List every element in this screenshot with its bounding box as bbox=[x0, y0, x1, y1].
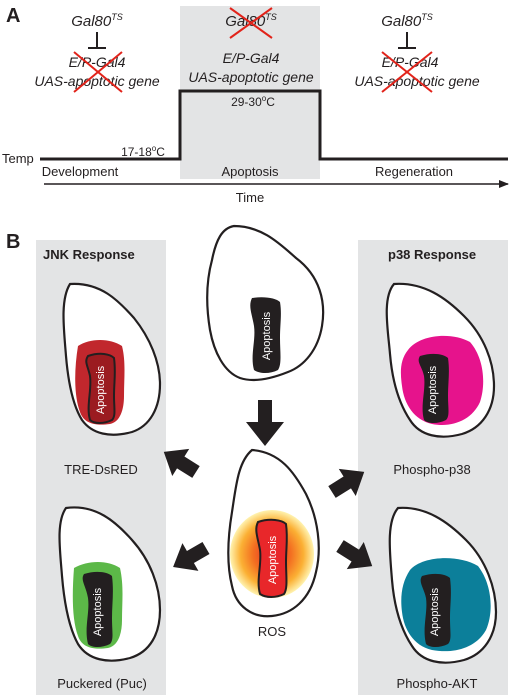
cross-right bbox=[381, 51, 433, 93]
temp-axis-label: Temp bbox=[2, 151, 34, 166]
arrow-down bbox=[246, 400, 284, 446]
phospho-p38-label: Phospho-p38 bbox=[393, 462, 470, 477]
uas-gene-mid: UAS-apoptotic gene bbox=[188, 69, 314, 85]
panel-a-label: A bbox=[6, 5, 20, 27]
apoptosis-label-akt: Apoptosis bbox=[429, 587, 441, 636]
uas-gene-left: UAS-apoptotic gene bbox=[34, 73, 160, 89]
p38-response-title: p38 Response bbox=[388, 247, 476, 262]
gal80-left: Gal80TS bbox=[71, 12, 123, 30]
wing-disc-top: Apoptosis bbox=[206, 224, 325, 382]
ros-label: ROS bbox=[258, 624, 287, 639]
temp-high-label: 29-30oC bbox=[231, 94, 275, 109]
apoptosis-zone-akt bbox=[420, 573, 451, 647]
wing-disc-phospho-p38: Apoptosis bbox=[385, 282, 496, 438]
cross-left bbox=[73, 51, 123, 93]
ep-gal4-left: E/P-Gal4 bbox=[69, 54, 126, 70]
cross-mid bbox=[229, 7, 273, 39]
apoptosis-label-tre: Apoptosis bbox=[95, 365, 107, 414]
wing-disc-ros: Apoptosis bbox=[227, 448, 320, 618]
temp-low-label: 17-18oC bbox=[121, 144, 165, 159]
wing-disc-phospho-akt: Apoptosis bbox=[388, 506, 498, 664]
arrow-to-puckered bbox=[173, 541, 210, 571]
apoptosis-zone-puc bbox=[82, 571, 113, 647]
arrow-to-phospho-p38 bbox=[328, 468, 365, 498]
wing-disc-tre-dsred: Apoptosis bbox=[62, 282, 162, 436]
apoptosis-zone-top bbox=[250, 297, 281, 373]
apoptosis-label-p38: Apoptosis bbox=[427, 365, 439, 414]
arrow-to-phospho-akt bbox=[336, 540, 373, 570]
temperature-profile bbox=[40, 89, 508, 161]
apoptosis-label-top: Apoptosis bbox=[261, 311, 273, 360]
phase-regeneration: Regeneration bbox=[375, 164, 453, 179]
apoptosis-label-puc: Apoptosis bbox=[92, 587, 104, 636]
apoptosis-zone-ros bbox=[255, 518, 288, 598]
apoptosis-label-ros: Apoptosis bbox=[267, 535, 279, 584]
middle-construct: Gal80TS E/P-Gal4 UAS-apoptotic gene bbox=[188, 7, 314, 85]
panel-b-label: B bbox=[6, 231, 20, 253]
ep-gal4-mid: E/P-Gal4 bbox=[223, 50, 280, 66]
wing-disc-puckered: Apoptosis bbox=[58, 506, 162, 662]
phase-apoptosis: Apoptosis bbox=[221, 164, 279, 179]
tre-dsred-label: TRE-DsRED bbox=[64, 462, 138, 477]
time-axis-label: Time bbox=[236, 190, 264, 205]
right-construct: Gal80TS E/P-Gal4 UAS-apoptotic gene bbox=[354, 12, 480, 93]
ep-gal4-right: E/P-Gal4 bbox=[382, 54, 439, 70]
jnk-response-title: JNK Response bbox=[43, 247, 135, 262]
puckered-label: Puckered (Puc) bbox=[57, 676, 147, 691]
gal80-right: Gal80TS bbox=[381, 12, 433, 30]
apoptosis-zone-tre bbox=[85, 352, 116, 424]
apoptosis-zone-p38 bbox=[418, 353, 449, 423]
arrow-to-tre-dsred bbox=[163, 448, 200, 478]
left-construct: Gal80TS E/P-Gal4 UAS-apoptotic gene bbox=[34, 12, 160, 93]
phase-development: Development bbox=[42, 164, 119, 179]
phospho-akt-label: Phospho-AKT bbox=[397, 676, 478, 691]
